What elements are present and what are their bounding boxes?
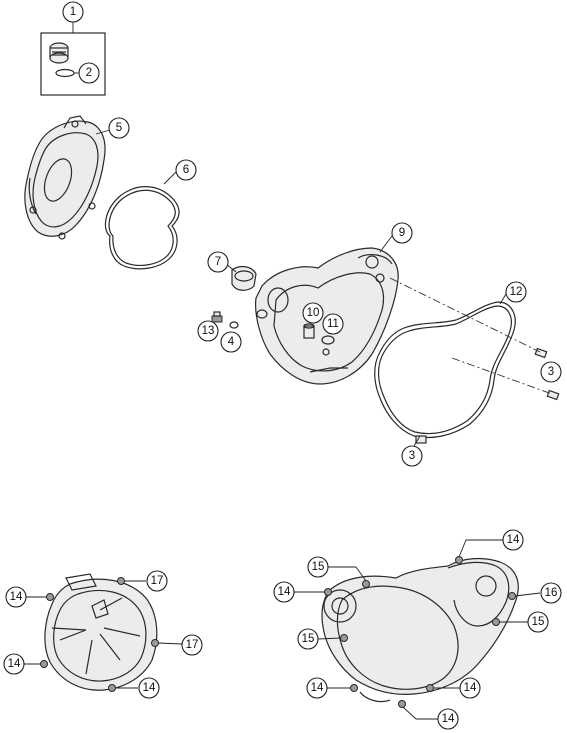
callout-12[interactable]: 12 <box>505 281 527 303</box>
svg-text:14: 14 <box>8 658 21 670</box>
svg-text:15: 15 <box>532 616 545 628</box>
callout-14-case-bottom[interactable]: 14 <box>437 708 459 730</box>
svg-text:11: 11 <box>327 318 339 330</box>
svg-text:14: 14 <box>10 591 23 603</box>
svg-text:13: 13 <box>202 325 215 337</box>
engine-case-gasket <box>374 301 516 439</box>
oil-filler-plug <box>49 42 69 64</box>
svg-text:17: 17 <box>151 575 164 587</box>
oil-plug-group <box>40 22 106 96</box>
callout-14-cover-upper-left[interactable]: 14 <box>5 586 27 608</box>
callout-3-lower[interactable]: 3 <box>401 445 423 467</box>
seal-part-7 <box>231 265 257 291</box>
svg-text:7: 7 <box>215 256 221 268</box>
callout-14-case-lower-right[interactable]: 14 <box>459 677 481 699</box>
bolt-3-upper <box>534 347 548 359</box>
svg-text:16: 16 <box>545 587 558 599</box>
callout-15-case-top-left[interactable]: 15 <box>307 556 329 578</box>
svg-text:4: 4 <box>228 336 235 348</box>
svg-text:3: 3 <box>548 366 554 378</box>
svg-text:14: 14 <box>311 682 324 694</box>
bolt-3-lower <box>415 435 427 444</box>
callout-14-cover-bottom[interactable]: 14 <box>138 677 160 699</box>
callout-13[interactable]: 13 <box>197 320 219 342</box>
callout-15-case-right[interactable]: 15 <box>527 611 549 633</box>
svg-text:14: 14 <box>278 586 291 598</box>
callout-17-upper[interactable]: 17 <box>146 570 168 592</box>
callout-15-case-left[interactable]: 15 <box>297 628 319 650</box>
plug-part-10 <box>303 323 315 339</box>
callout-6[interactable]: 6 <box>175 159 197 181</box>
callout-9[interactable]: 9 <box>391 222 413 244</box>
washer-4 <box>229 321 239 329</box>
clutch-cover-gasket <box>104 186 180 270</box>
svg-text:17: 17 <box>186 639 199 651</box>
callout-2[interactable]: 2 <box>78 62 100 84</box>
leader-lines <box>24 129 541 720</box>
callout-16[interactable]: 16 <box>540 582 562 604</box>
svg-text:14: 14 <box>507 534 520 546</box>
svg-text:15: 15 <box>302 633 315 645</box>
svg-text:14: 14 <box>143 682 156 694</box>
o-ring-part-11 <box>321 335 335 345</box>
svg-text:1: 1 <box>70 6 76 18</box>
callout-14-case-left[interactable]: 14 <box>273 581 295 603</box>
callout-14-case-lower-left[interactable]: 14 <box>306 677 328 699</box>
svg-text:9: 9 <box>399 227 405 239</box>
callout-14-case-top[interactable]: 14 <box>502 529 524 551</box>
small-bolt-13 <box>211 311 223 323</box>
callout-17-right[interactable]: 17 <box>181 634 203 656</box>
svg-text:3: 3 <box>409 450 415 462</box>
callout-7[interactable]: 7 <box>207 251 229 273</box>
svg-text:14: 14 <box>442 713 455 725</box>
callout-1[interactable]: 1 <box>62 1 84 23</box>
clutch-cover-exploded <box>24 115 106 240</box>
clutch-cover-assembled <box>40 573 159 692</box>
engine-case-assembled <box>321 556 519 708</box>
callout-3-right[interactable]: 3 <box>540 361 562 383</box>
o-ring-small <box>55 68 75 78</box>
svg-text:6: 6 <box>183 164 189 176</box>
callout-11[interactable]: 11 <box>322 313 344 335</box>
svg-text:10: 10 <box>307 307 320 319</box>
svg-text:5: 5 <box>116 122 122 134</box>
bolt-3-right <box>546 389 560 401</box>
callout-5[interactable]: 5 <box>108 117 130 139</box>
callout-4[interactable]: 4 <box>220 331 242 353</box>
svg-text:14: 14 <box>464 682 477 694</box>
oil-plug-frame <box>40 32 106 96</box>
callout-14-cover-lower-left[interactable]: 14 <box>3 653 25 675</box>
svg-text:2: 2 <box>86 67 92 79</box>
callout-10[interactable]: 10 <box>302 302 324 324</box>
svg-text:15: 15 <box>312 561 325 573</box>
svg-text:12: 12 <box>510 286 523 298</box>
